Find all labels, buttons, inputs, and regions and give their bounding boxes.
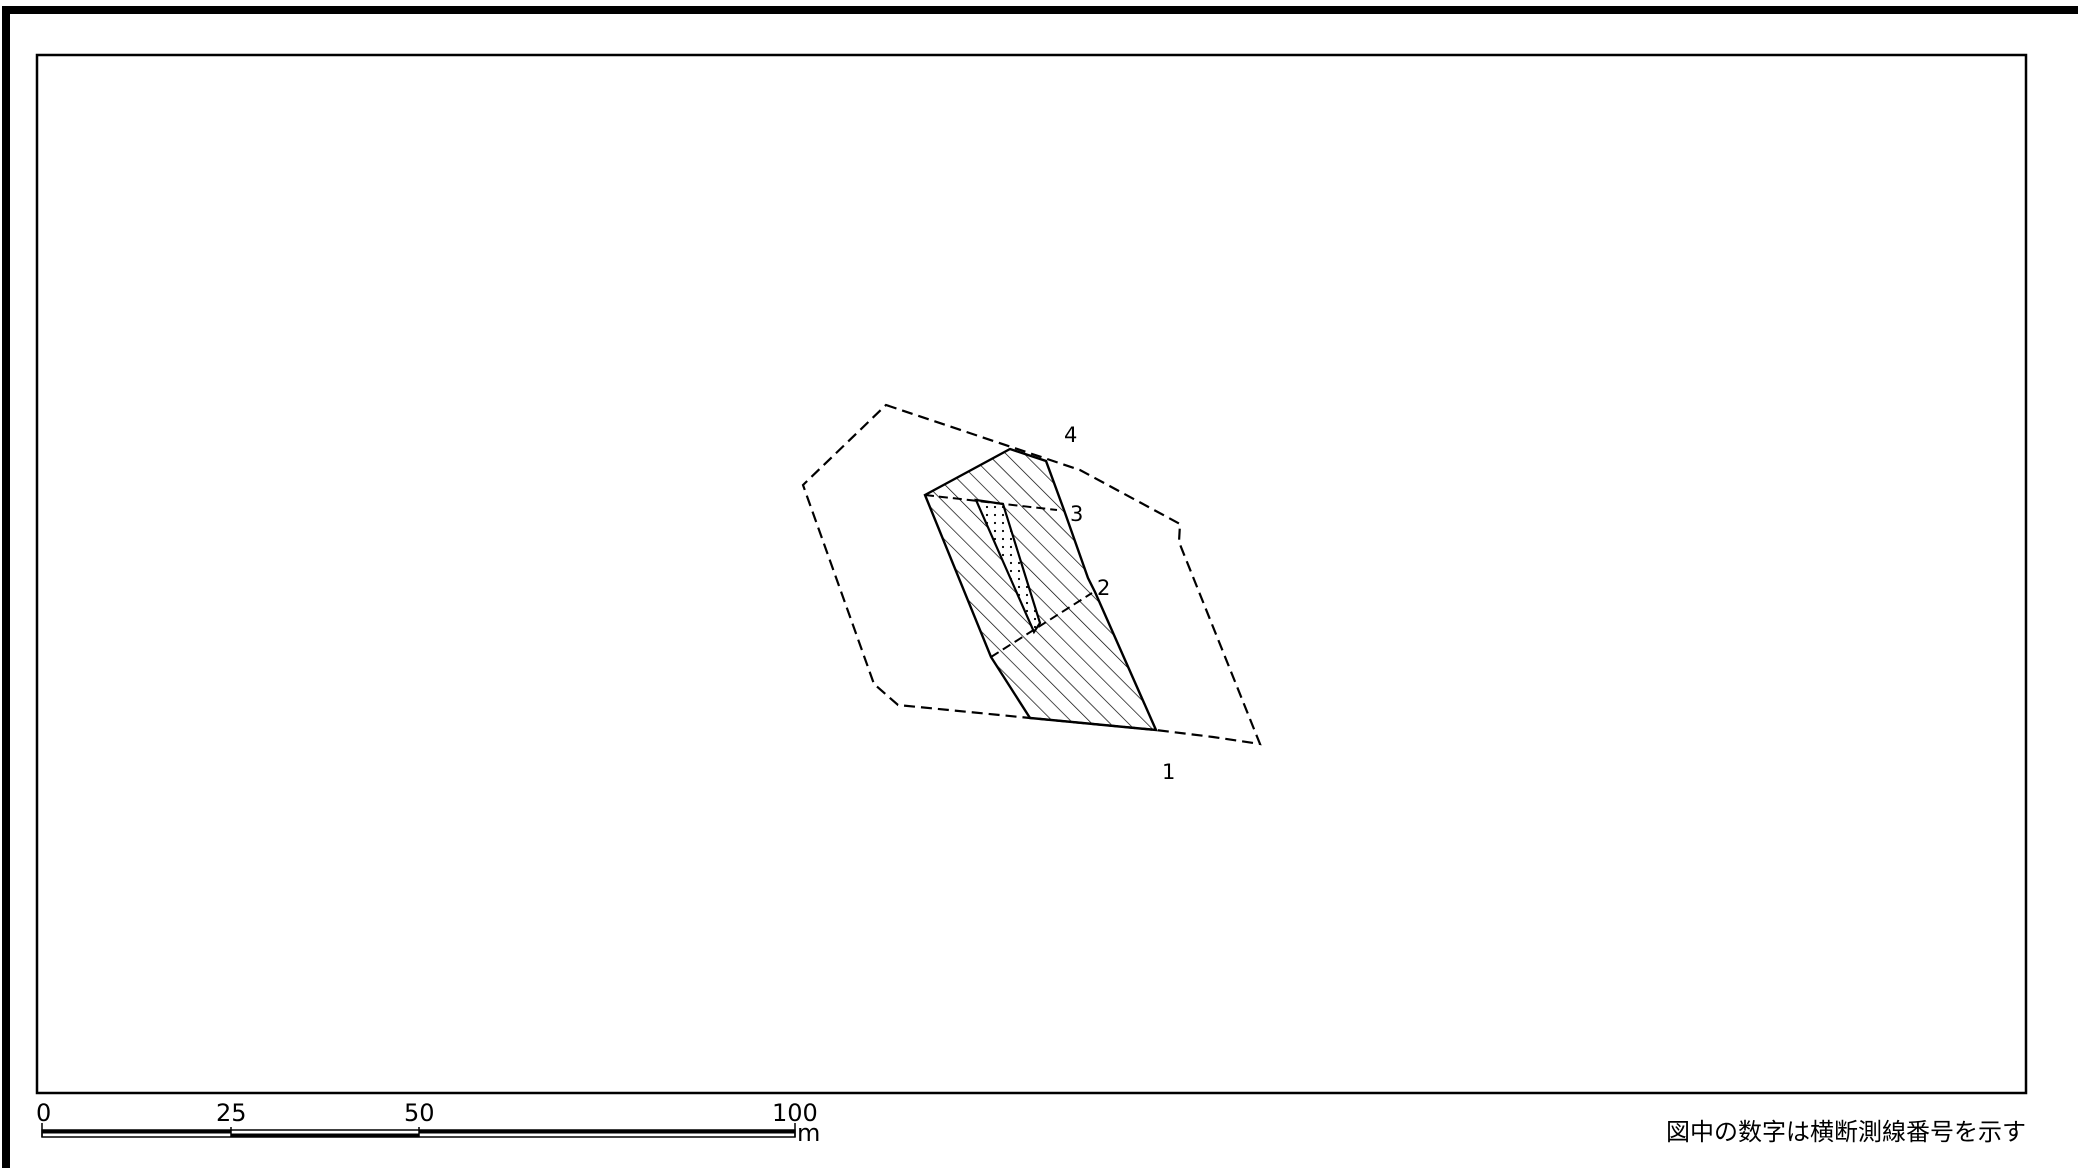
section-label-4: 4 <box>1064 423 1078 447</box>
section-label-2: 2 <box>1097 576 1111 600</box>
scale-unit: m <box>797 1119 821 1147</box>
scale-tick-100: 100 <box>772 1099 818 1127</box>
scale-tick-0: 0 <box>36 1099 52 1127</box>
section-line-3 <box>924 494 1058 511</box>
scale-tick-25: 25 <box>216 1099 247 1127</box>
scale-bar <box>41 1123 796 1138</box>
section-line-2 <box>990 592 1093 658</box>
map-frame <box>35 53 2028 1095</box>
map-note: 図中の数字は横断測線番号を示す <box>1666 1118 2026 1146</box>
dotted-inner-fill <box>976 500 1040 632</box>
survey-boundary-dashed <box>801 403 1262 746</box>
section-label-1: 1 <box>1162 760 1176 784</box>
scale-tick-50: 50 <box>404 1099 435 1127</box>
page-border <box>2 6 2078 1168</box>
landslide-hatched-area <box>923 447 1158 732</box>
section-label-3: 3 <box>1070 502 1084 526</box>
